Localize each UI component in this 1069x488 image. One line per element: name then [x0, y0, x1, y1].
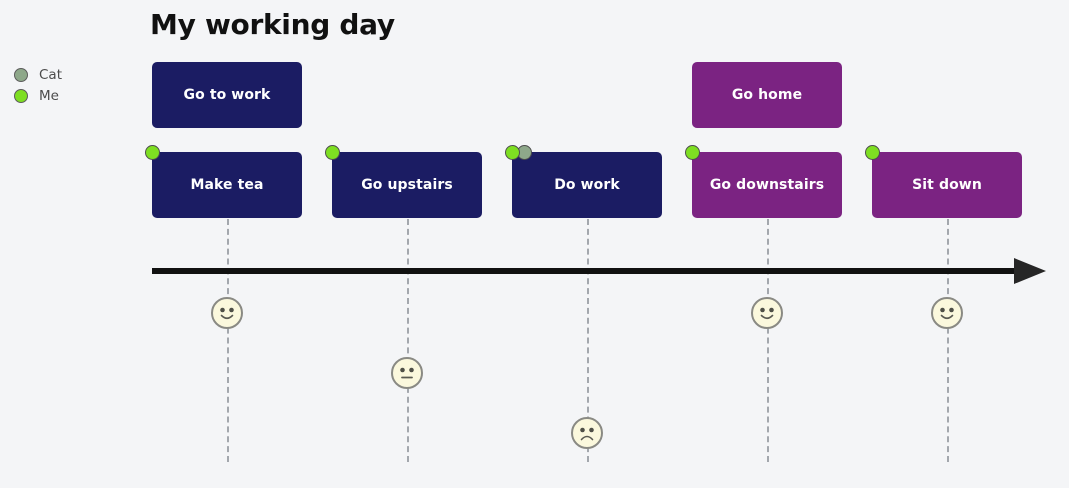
task-box-make-tea[interactable]: Make tea [152, 152, 302, 218]
page-title: My working day [150, 8, 395, 41]
task-box-go-home[interactable]: Go home [692, 62, 842, 128]
tick-connector-line [227, 219, 229, 462]
timeline-axis [152, 268, 1020, 274]
task-box-go-to-work[interactable]: Go to work [152, 62, 302, 128]
actor-marker-me[interactable] [685, 145, 700, 160]
task-label: Go home [731, 87, 803, 103]
timeline-arrow-icon [1014, 258, 1046, 284]
neutral-face-icon [391, 357, 423, 389]
task-box-sit-down[interactable]: Sit down [872, 152, 1022, 218]
task-label: Go to work [183, 87, 271, 103]
task-box-do-work[interactable]: Do work [512, 152, 662, 218]
actor-marker-me[interactable] [865, 145, 880, 160]
legend-item-cat[interactable]: Cat [14, 64, 124, 85]
actor-marker-me[interactable] [145, 145, 160, 160]
happy-face-icon [751, 297, 783, 329]
tick-connector-line [947, 219, 949, 462]
happy-face-icon [211, 297, 243, 329]
legend-item-me[interactable]: Me [14, 85, 124, 106]
circle-marker-me-icon [14, 88, 28, 103]
circle-marker-cat-icon [14, 67, 28, 82]
legend-item-label: Me [39, 87, 59, 104]
actor-marker-me[interactable] [325, 145, 340, 160]
task-label: Go upstairs [361, 177, 453, 193]
task-label: Make tea [190, 177, 264, 193]
actor-marker-me[interactable] [505, 145, 520, 160]
task-label: Do work [554, 177, 620, 193]
task-label: Sit down [912, 177, 982, 193]
task-box-go-upstairs[interactable]: Go upstairs [332, 152, 482, 218]
task-label: Go downstairs [709, 177, 825, 193]
sad-face-icon [571, 417, 603, 449]
tick-connector-line [407, 219, 409, 462]
tick-connector-line [587, 219, 589, 462]
happy-face-icon [931, 297, 963, 329]
legend-item-label: Cat [39, 66, 62, 83]
tick-connector-line [767, 219, 769, 462]
task-box-go-downstairs[interactable]: Go downstairs [692, 152, 842, 218]
